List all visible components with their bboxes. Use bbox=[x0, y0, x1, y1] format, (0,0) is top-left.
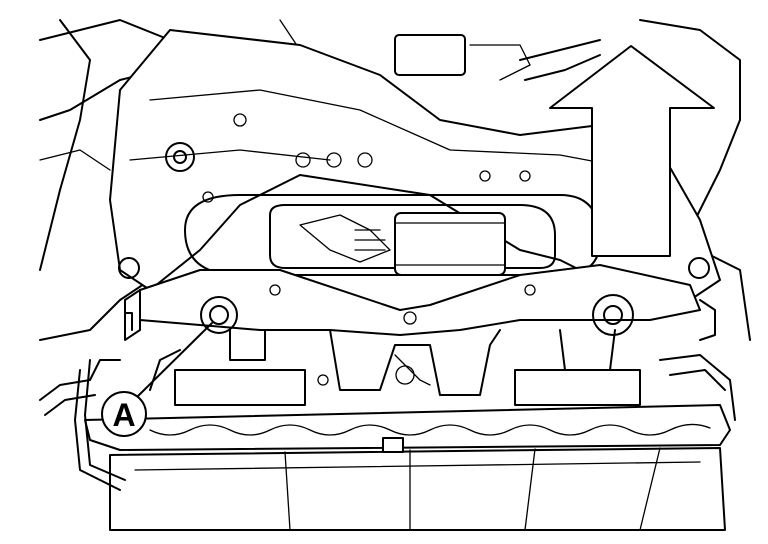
panel-left bbox=[174, 369, 306, 406]
cables bbox=[39, 34, 736, 491]
mount-hole bbox=[688, 257, 710, 279]
connector-top bbox=[394, 34, 466, 76]
up-arrow-icon bbox=[549, 45, 715, 257]
callout-a: A bbox=[101, 322, 213, 437]
mount-hole bbox=[165, 142, 195, 172]
callout-a-label: A bbox=[112, 397, 135, 433]
callout-a-leader bbox=[136, 322, 213, 398]
subframe-upper bbox=[109, 29, 721, 301]
bushing-right bbox=[592, 294, 634, 336]
subframe-lower-rail bbox=[124, 264, 716, 341]
bushing-left bbox=[200, 296, 238, 334]
mount-hole bbox=[118, 257, 140, 279]
callout-a-circle bbox=[101, 391, 147, 437]
lower-components bbox=[149, 329, 641, 406]
panel-right bbox=[514, 369, 641, 406]
battery-tray bbox=[84, 404, 731, 531]
motor-unit bbox=[394, 212, 506, 276]
